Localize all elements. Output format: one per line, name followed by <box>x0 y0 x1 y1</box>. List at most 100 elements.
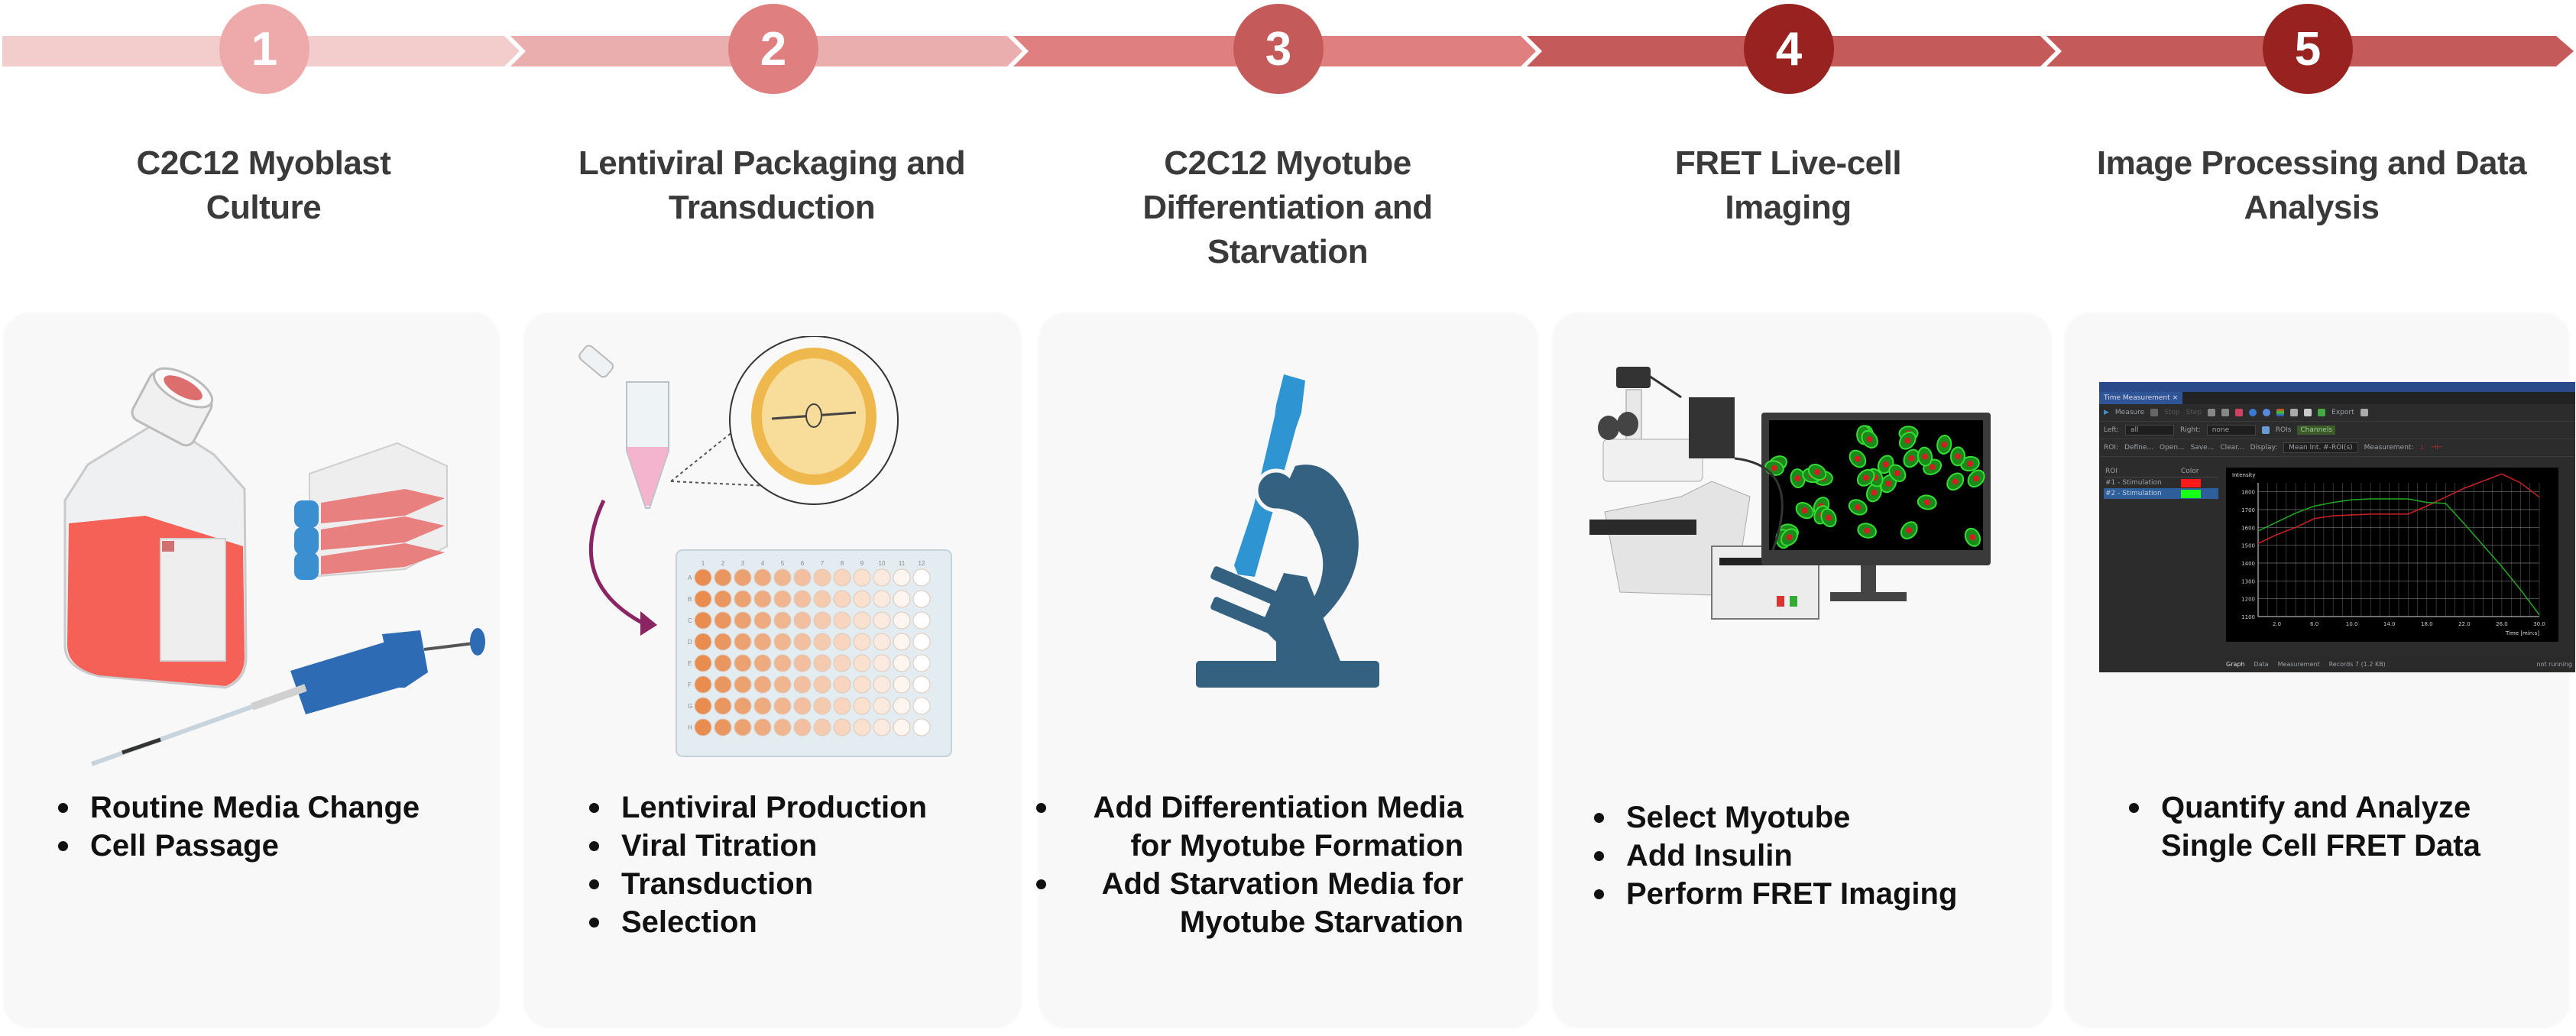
define-button[interactable]: Define... <box>2124 444 2153 452</box>
svg-text:1100: 1100 <box>2241 614 2255 620</box>
right-label: Right: <box>2179 426 2201 434</box>
step-2-title: Lentiviral Packaging and Transduction <box>527 141 1016 230</box>
step-2-bullets: Lentiviral Production Viral Titration Tr… <box>585 788 927 941</box>
svg-text:1500: 1500 <box>2241 543 2255 549</box>
list-header-color: Color <box>2181 468 2199 475</box>
fluorescence-microscope-illustration <box>1589 367 1991 620</box>
globe-icon[interactable] <box>2263 409 2271 416</box>
bullet-line: Myotube Starvation <box>1179 905 1463 939</box>
svg-text:1800: 1800 <box>2241 490 2255 496</box>
close-icon[interactable]: × <box>2172 394 2179 402</box>
svg-text:D: D <box>688 639 692 646</box>
roi-row[interactable]: #1 - Stimulation <box>2104 478 2218 488</box>
tool-icon[interactable] <box>2208 409 2216 416</box>
image-icon[interactable] <box>2304 409 2312 416</box>
clear-button[interactable]: Clear... <box>2220 444 2244 452</box>
monitor-icon <box>1761 413 1991 601</box>
channels-button[interactable]: Channels <box>2297 426 2336 435</box>
list-header-roi: ROI <box>2105 468 2118 475</box>
display-select[interactable]: Mean Int. #-ROI(s) <box>2283 442 2358 453</box>
bullet-item: Routine Media Change <box>53 788 420 827</box>
color-icon[interactable] <box>2276 409 2285 416</box>
save-button[interactable]: Save... <box>2190 444 2215 452</box>
roi-list: ROI Color #1 - Stimulation #2 - Stimulat… <box>2104 466 2218 499</box>
play-icon[interactable]: ▶ <box>2104 409 2109 416</box>
marker-icon[interactable] <box>2235 409 2244 416</box>
step-4-badge: 4 <box>1744 4 1834 94</box>
svg-text:A: A <box>688 575 692 581</box>
roi-row-selected[interactable]: #2 - Stimulation <box>2104 488 2218 499</box>
window-titlebar <box>2099 382 2575 392</box>
microscope-icon <box>1196 374 1379 688</box>
export-icon[interactable] <box>2318 409 2326 416</box>
time-measurement-software-window: Time Measurement × ▶ Measure Stop Step E… <box>2099 382 2575 672</box>
title-line: Starvation <box>1207 233 1369 270</box>
svg-text:B: B <box>688 596 692 603</box>
circle-icon[interactable] <box>2249 409 2257 416</box>
step-number: 1 <box>251 22 278 76</box>
step-number: 5 <box>2294 22 2322 76</box>
stop-button[interactable]: Stop <box>2164 409 2180 416</box>
bullet-item: Add Insulin <box>1589 837 1957 875</box>
tab-label: Time Measurement <box>2104 394 2170 402</box>
svg-text:C: C <box>688 617 692 624</box>
bullet-line: Add Differentiation Media <box>1093 791 1463 824</box>
svg-text:30.0: 30.0 <box>2533 621 2545 627</box>
step-5-badge: 5 <box>2263 4 2353 94</box>
roi-color-swatch[interactable] <box>2181 478 2201 487</box>
culture-flask-pipette-illustration <box>63 367 485 766</box>
svg-text:26.0: 26.0 <box>2496 621 2508 627</box>
bullet-line: for Myotube Formation <box>1130 829 1463 863</box>
roi-color-swatch[interactable] <box>2181 489 2201 498</box>
measure-range-icon[interactable]: ⊣⊢ <box>2430 444 2443 452</box>
title-line: FRET Live-cell <box>1674 144 1902 182</box>
step-1-badge: 1 <box>219 4 309 94</box>
tab-data[interactable]: Data <box>2254 660 2269 668</box>
step-number: 4 <box>1775 22 1803 76</box>
tab-measurement[interactable]: Measurement <box>2277 660 2320 668</box>
svg-text:2.0: 2.0 <box>2273 621 2281 627</box>
svg-text:7: 7 <box>821 560 825 567</box>
title-line: Transduction <box>668 189 876 226</box>
svg-text:6: 6 <box>801 560 805 567</box>
microcentrifuge-tube-icon <box>578 345 669 509</box>
title-line: Analysis <box>2244 189 2380 226</box>
rois-button[interactable]: ROIs <box>2275 426 2292 434</box>
step-button[interactable]: Step <box>2186 409 2202 416</box>
title-line: Imaging <box>1725 189 1852 226</box>
tab-graph[interactable]: Graph <box>2226 660 2245 668</box>
measure-button[interactable]: Measure <box>2114 409 2145 416</box>
measure-tool-icon[interactable]: ⟂ <box>2419 444 2425 452</box>
bullet-item: Cell Passage <box>53 827 420 865</box>
export-button[interactable]: Export <box>2331 409 2354 416</box>
svg-text:E: E <box>688 660 692 667</box>
svg-text:9: 9 <box>860 560 864 567</box>
toolbar-roi: ROI: Define... Open... Save... Clear... … <box>2099 439 2575 457</box>
title-line: C2C12 Myoblast <box>136 144 391 182</box>
tab-time-measurement[interactable]: Time Measurement × <box>2099 392 2183 404</box>
tool-icon[interactable] <box>2221 409 2230 416</box>
hand-icon[interactable] <box>2360 409 2368 416</box>
svg-text:2: 2 <box>721 560 725 567</box>
stop-icon[interactable] <box>2150 409 2159 416</box>
title-line: Image Processing and Data <box>2096 144 2527 182</box>
step-number: 2 <box>760 22 787 76</box>
bullet-line: Add Starvation Media for <box>1101 867 1463 901</box>
svg-text:3: 3 <box>741 560 745 567</box>
svg-text:1700: 1700 <box>2241 507 2255 513</box>
status-text: not running <box>2536 660 2572 668</box>
grid-icon[interactable] <box>2290 409 2299 416</box>
svg-text:4: 4 <box>761 560 765 567</box>
bullet-item: Select Myotube <box>1589 798 1957 837</box>
svg-text:1400: 1400 <box>2241 561 2255 567</box>
right-select[interactable]: none <box>2206 425 2256 435</box>
svg-text:22.0: 22.0 <box>2458 621 2471 627</box>
svg-text:5: 5 <box>781 560 785 567</box>
svg-text:Intensity: Intensity <box>2232 472 2255 478</box>
svg-text:14.0: 14.0 <box>2383 621 2396 627</box>
left-select[interactable]: all <box>2124 425 2174 435</box>
measurement-label: Measurement: <box>2364 444 2414 452</box>
open-button[interactable]: Open... <box>2160 444 2185 452</box>
